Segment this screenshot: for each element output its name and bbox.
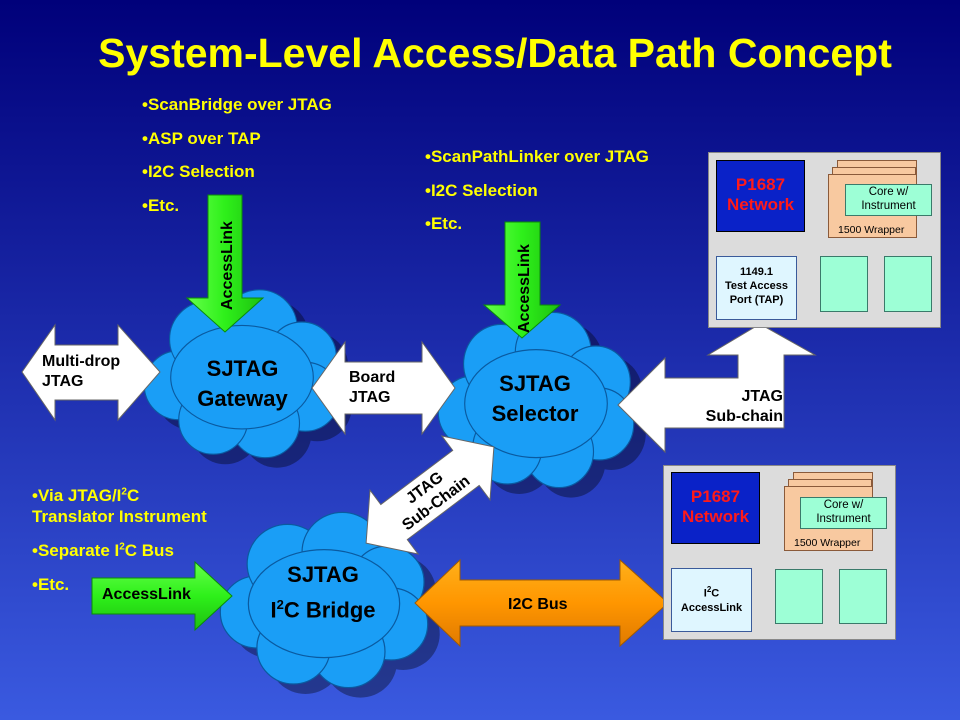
- bridge-bullet-1: •Via JTAG/I2C: [32, 486, 140, 505]
- wrapper-label-top: 1500 Wrapper: [838, 224, 905, 236]
- page-title: System-Level Access/Data Path Concept: [98, 30, 892, 76]
- accesslink-arrow-gateway: [185, 194, 265, 333]
- selector-bullet-3: •Etc.: [425, 214, 463, 233]
- gateway-bullet-4: •Etc.: [142, 196, 180, 215]
- accesslink-arrow-selector: [482, 221, 562, 339]
- gateway-bullet-3: •I2C Selection: [142, 162, 255, 181]
- core-box-bottom: Core w/Instrument: [800, 497, 887, 529]
- selector-bullet-2: •I2C Selection: [425, 181, 538, 200]
- accesslink-label-bridge: AccessLink: [102, 586, 191, 603]
- diagonal-subchain-arrow: [365, 435, 495, 555]
- multidrop-jtag-arrow: [21, 323, 161, 422]
- i2c-bus-label: I2C Bus: [508, 596, 568, 613]
- bridge-bullet-3: •Etc.: [32, 575, 70, 594]
- instrument-block-bottom-1: [775, 569, 823, 624]
- gateway-bullet-1: •ScanBridge over JTAG: [142, 95, 332, 114]
- gateway-bullet-2: •ASP over TAP: [142, 129, 261, 148]
- accesslink-arrow-bridge: [91, 560, 233, 632]
- bridge-cloud-label: SJTAG I2C Bridge: [270, 562, 376, 623]
- i2c-accesslink-box: I2C AccessLink: [671, 568, 752, 632]
- board-jtag-arrow: [311, 340, 456, 436]
- instrument-block-bottom-2: [839, 569, 887, 624]
- selector-bullet-1: •ScanPathLinker over JTAG: [425, 147, 649, 166]
- bridge-bullet-1b: Translator Instrument: [32, 507, 207, 526]
- bridge-bullet-2: •Separate I2C Bus: [32, 541, 174, 560]
- wrapper-label-bottom: 1500 Wrapper: [794, 537, 861, 549]
- instrument-block-top-1: [820, 256, 868, 312]
- accesslink-label-gateway: AccessLink: [219, 221, 236, 310]
- core-box-top: Core w/Instrument: [845, 184, 932, 216]
- accesslink-label-selector: AccessLink: [516, 244, 533, 333]
- instrument-block-top-2: [884, 256, 932, 312]
